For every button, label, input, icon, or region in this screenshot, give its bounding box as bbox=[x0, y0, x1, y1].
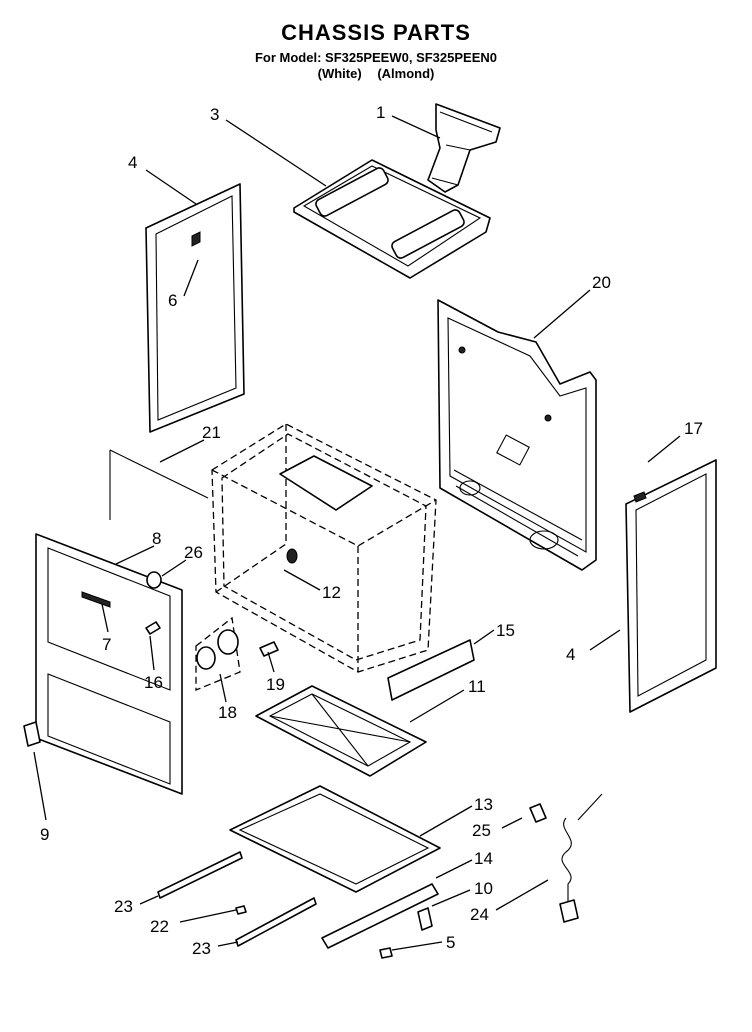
callout-8: 8 bbox=[152, 529, 161, 548]
callout-12: 12 bbox=[322, 583, 341, 602]
callout-labels: 1 3 4 6 20 21 17 8 26 12 7 16 19 18 15 4… bbox=[40, 103, 703, 958]
callout-13: 13 bbox=[474, 795, 493, 814]
part-4-left-side-panel bbox=[145, 183, 245, 433]
part-25-bracket bbox=[529, 803, 547, 823]
part-21-gasket bbox=[109, 449, 209, 520]
part-26-plug bbox=[146, 571, 162, 589]
part-13-bottom-panel bbox=[229, 785, 441, 893]
callout-22: 22 bbox=[150, 917, 169, 936]
callout-4a: 4 bbox=[128, 153, 137, 172]
part-8-front-frame bbox=[35, 533, 183, 795]
callout-23b: 23 bbox=[192, 939, 211, 958]
color-line: (White) (Almond) bbox=[0, 66, 752, 81]
color-almond: (Almond) bbox=[377, 66, 435, 81]
part-23-strip-lower bbox=[235, 897, 317, 947]
callout-15: 15 bbox=[496, 621, 515, 640]
callout-10: 10 bbox=[474, 879, 493, 898]
part-1-vent-duct bbox=[427, 103, 501, 193]
callout-20: 20 bbox=[592, 273, 611, 292]
part-18-bracket bbox=[195, 616, 241, 691]
color-white: (White) bbox=[317, 66, 362, 81]
callout-11: 11 bbox=[468, 677, 486, 696]
callout-23a: 23 bbox=[114, 897, 133, 916]
leader-lines bbox=[33, 115, 681, 951]
part-20-rear-panel bbox=[437, 299, 597, 571]
part-5-clip bbox=[379, 947, 393, 959]
part-16-clip bbox=[145, 621, 161, 635]
callout-17: 17 bbox=[684, 419, 703, 438]
callout-14: 14 bbox=[474, 849, 493, 868]
part-22-clip bbox=[235, 905, 247, 915]
part-15-trim bbox=[387, 639, 475, 701]
callout-25: 25 bbox=[472, 821, 491, 840]
part-24-power-cord bbox=[559, 793, 603, 923]
part-9-hinge bbox=[23, 721, 41, 747]
model-line: For Model: SF325PEEW0, SF325PEEN0 bbox=[254, 50, 498, 65]
callout-4b: 4 bbox=[566, 645, 575, 664]
callout-6: 6 bbox=[168, 291, 177, 310]
oven-cavity bbox=[211, 423, 437, 673]
callout-19: 19 bbox=[266, 675, 285, 694]
callout-24: 24 bbox=[470, 905, 489, 924]
callout-16: 16 bbox=[144, 673, 163, 692]
callout-7: 7 bbox=[102, 635, 111, 654]
callout-26: 26 bbox=[184, 543, 203, 562]
callout-5: 5 bbox=[446, 933, 455, 952]
part-10-spring bbox=[417, 907, 433, 931]
callout-18: 18 bbox=[218, 703, 237, 722]
callout-9: 9 bbox=[40, 825, 49, 844]
callout-21: 21 bbox=[202, 423, 221, 442]
part-3-burner-box-top bbox=[293, 159, 491, 279]
part-4-right-side-panel bbox=[625, 459, 717, 713]
callout-1: 1 bbox=[376, 103, 385, 122]
part-11-broiler-pan bbox=[255, 685, 427, 777]
part-14-rail bbox=[321, 883, 439, 949]
part-23-strip-upper bbox=[157, 851, 243, 899]
callout-3: 3 bbox=[210, 105, 219, 124]
part-19-fitting bbox=[259, 641, 279, 657]
diagram-title: CHASSIS PARTS bbox=[281, 20, 471, 45]
